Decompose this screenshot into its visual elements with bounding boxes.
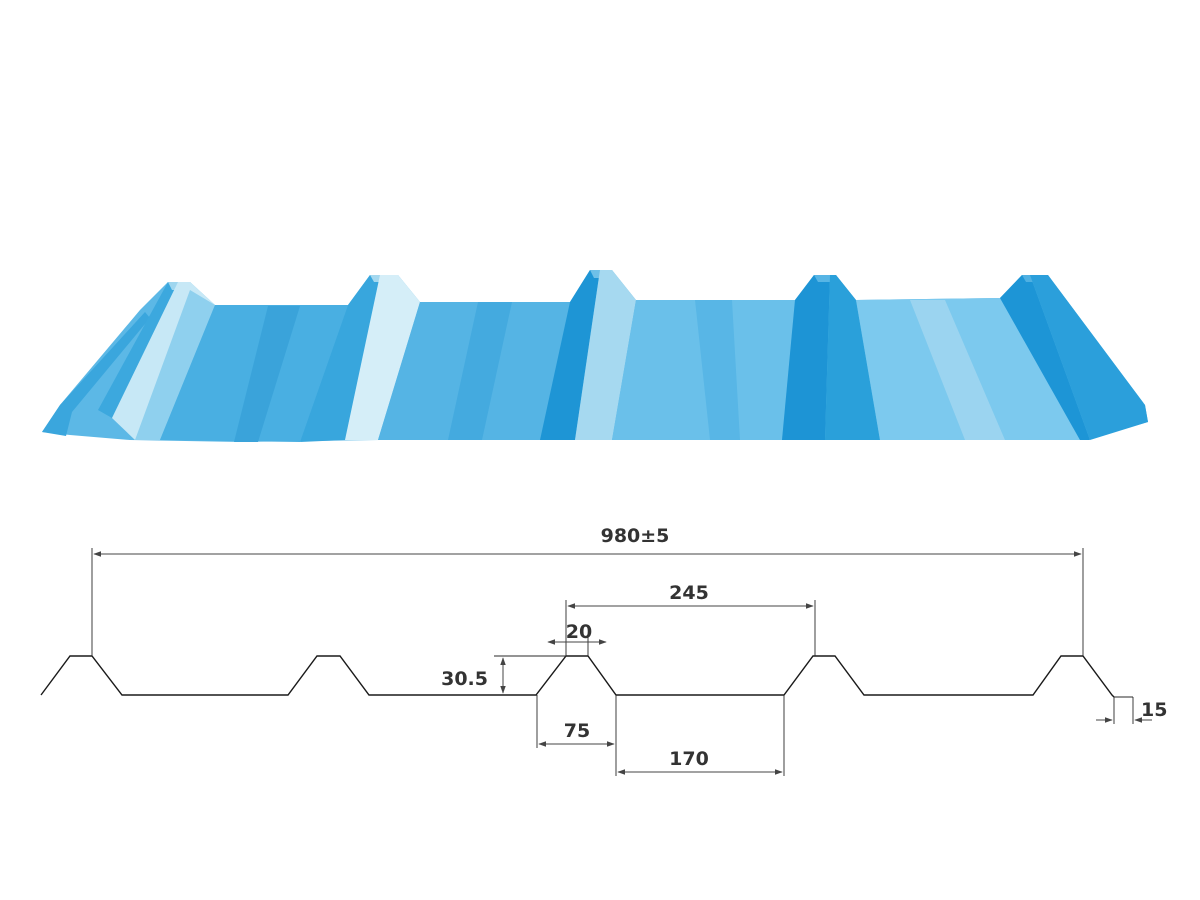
sheet-rib-5-right-face <box>1030 275 1148 440</box>
sheet-rib-4-right-face <box>825 275 880 440</box>
sheet-pan-4-stiffener <box>910 300 1005 440</box>
sheet-pan-2-stiffener <box>448 302 512 440</box>
dim-rib-top-label: 20 <box>566 621 592 643</box>
cross-section-profile <box>40 655 1115 698</box>
dim-pan-label: 170 <box>669 748 709 770</box>
sheet-rib-5-left-face <box>1000 275 1090 440</box>
sheet-left-lip <box>42 312 150 436</box>
sheet-rib-1-left-face <box>98 282 178 418</box>
sheet-pan-1-stiffener <box>234 306 300 442</box>
sheet-rib-2-right-face <box>345 275 420 440</box>
sheet-pan-3-stiffener <box>695 300 740 440</box>
profile-outline <box>40 655 1115 698</box>
dimensions: 980±5 245 20 30.5 75 170 15 <box>91 525 1167 776</box>
dim-pitch-label: 245 <box>669 582 709 604</box>
sheet-rib-3-left-face <box>540 270 600 440</box>
sheet-rib-1-shade <box>135 290 215 440</box>
roof-sheet-illustration <box>42 270 1148 442</box>
dim-height-label: 30.5 <box>441 668 488 690</box>
sheet-rib-2-left-face <box>300 275 380 442</box>
dim-lip-label: 15 <box>1141 699 1167 721</box>
dim-total-width-label: 980±5 <box>601 525 670 547</box>
dim-base-label: 75 <box>564 720 590 742</box>
sheet-rib-3-right-face <box>575 270 636 440</box>
sheet-rib-4-left-face <box>782 275 830 440</box>
